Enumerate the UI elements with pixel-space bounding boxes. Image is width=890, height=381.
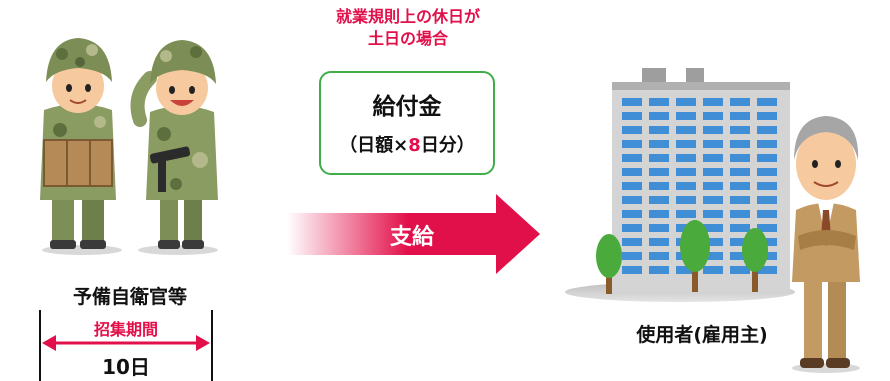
building-window (649, 210, 669, 218)
soldier-saluting (130, 40, 218, 249)
building-window (649, 168, 669, 176)
office-building (565, 68, 795, 302)
holiday-condition-line1: 就業規則上の休日が (335, 7, 480, 26)
building-window (649, 238, 669, 246)
building-window (703, 266, 723, 274)
building-window (730, 112, 750, 120)
building-window (622, 210, 642, 218)
building-window (622, 154, 642, 162)
building-window (649, 182, 669, 190)
period-bracket (39, 310, 213, 381)
building-window (730, 140, 750, 148)
building-window (730, 154, 750, 162)
building-window (676, 112, 696, 120)
building-window (622, 196, 642, 204)
building-window (703, 112, 723, 120)
building-window (703, 182, 723, 190)
benefit-title: 給付金 (372, 94, 442, 120)
trees (596, 220, 768, 294)
building-window (676, 266, 696, 274)
building-window (757, 182, 777, 190)
building-window (757, 224, 777, 232)
building-window (649, 252, 669, 260)
building-window (676, 168, 696, 176)
building-window (757, 168, 777, 176)
building-window (622, 98, 642, 106)
employer-label: 使用者(雇用主) (636, 324, 768, 346)
building-window (649, 196, 669, 204)
building-window (730, 126, 750, 134)
building-window (649, 98, 669, 106)
building-window (622, 224, 642, 232)
building-window (757, 266, 777, 274)
building-window (730, 252, 750, 260)
building-window (757, 154, 777, 162)
building-window (703, 154, 723, 162)
soldiers-illustration (40, 38, 218, 255)
building-window (622, 266, 642, 274)
building-window (649, 112, 669, 120)
building-window (730, 238, 750, 246)
building-window (703, 224, 723, 232)
building-window (622, 182, 642, 190)
call-up-period-days: 10日 (102, 355, 150, 379)
building-window (730, 224, 750, 232)
building-window (676, 140, 696, 148)
building-window (703, 126, 723, 134)
building-window (622, 168, 642, 176)
building-window (622, 140, 642, 148)
benefit-detail: （日額×8日分） (321, 131, 493, 157)
reserve-personnel-label: 予備自衛官等 (72, 286, 187, 308)
benefit-detail-number: 8 (408, 135, 421, 156)
building-window (730, 266, 750, 274)
holiday-condition-note: 就業規則上の休日が 土日の場合 (318, 6, 498, 50)
building-window (730, 98, 750, 106)
benefit-box: 給付金 （日額×8日分） (319, 71, 495, 175)
payment-arrow-label: 支給 (389, 225, 434, 250)
building-window (649, 266, 669, 274)
building-window (622, 126, 642, 134)
call-up-period-label: 招集期間 (93, 320, 158, 339)
building-window (676, 98, 696, 106)
benefit-detail-suffix: 日分） (420, 135, 475, 156)
building-window (730, 168, 750, 176)
building-window (730, 210, 750, 218)
building-window (622, 112, 642, 120)
building-window (757, 126, 777, 134)
building-window (649, 126, 669, 134)
soldier-carrying-box (40, 38, 116, 249)
building-window (649, 140, 669, 148)
building-window (703, 252, 723, 260)
building-window (757, 140, 777, 148)
building-windows (622, 98, 777, 274)
building-window (649, 224, 669, 232)
building-window (676, 182, 696, 190)
building-window (622, 252, 642, 260)
building-window (730, 196, 750, 204)
building-window (622, 238, 642, 246)
payment-arrow (287, 194, 540, 274)
building-window (703, 210, 723, 218)
building-window (757, 98, 777, 106)
holiday-condition-line2: 土日の場合 (367, 29, 448, 48)
building-window (703, 98, 723, 106)
building-window (703, 168, 723, 176)
building-window (676, 126, 696, 134)
building-window (676, 154, 696, 162)
building-window (676, 196, 696, 204)
building-window (676, 210, 696, 218)
building-window (757, 196, 777, 204)
building-window (649, 154, 669, 162)
benefit-detail-prefix: （日額× (339, 135, 409, 156)
building-window (703, 140, 723, 148)
building-window (757, 112, 777, 120)
employer-man (792, 116, 860, 373)
building-window (757, 210, 777, 218)
building-window (730, 182, 750, 190)
building-window (703, 238, 723, 246)
building-window (703, 196, 723, 204)
